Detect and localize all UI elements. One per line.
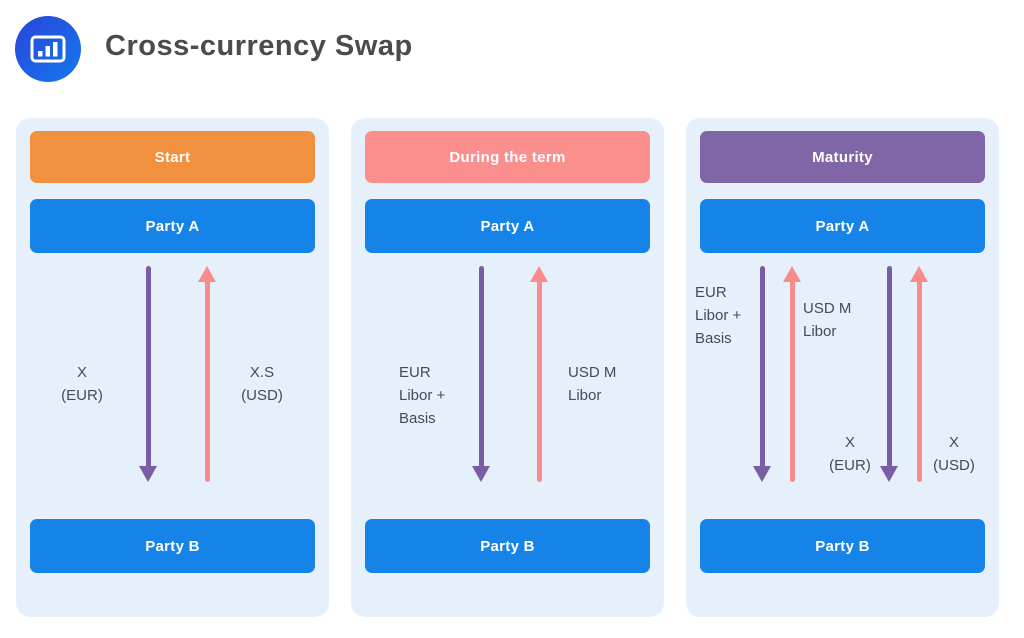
flow-label-line: Libor: [803, 323, 837, 340]
flow-label-line: Libor +: [399, 387, 446, 404]
stage-header-maturity: Maturity: [700, 131, 985, 183]
flow-label-line: Basis: [695, 330, 732, 347]
flow-label-line: (USD): [241, 387, 283, 404]
party-b-node: Party B: [365, 519, 650, 573]
party-a-node: Party A: [700, 199, 985, 253]
party-b-node: Party B: [700, 519, 985, 573]
arrow-head: [880, 466, 898, 482]
flows-start: X (EUR) X.S (USD): [16, 253, 329, 519]
arrow-shaft: [916, 279, 922, 482]
flow-label-line: (EUR): [829, 457, 871, 474]
bar-chart-icon: [15, 16, 81, 82]
arrow-shaft: [145, 266, 151, 469]
flow-label-line: Libor: [568, 387, 602, 404]
stage-header-during-term: During the term: [365, 131, 650, 183]
flow-arrow-down: [139, 266, 157, 482]
flow-label-line: Basis: [399, 410, 436, 427]
arrow-head: [783, 266, 801, 282]
flow-label: USD M Libor: [803, 297, 851, 343]
flow-label: X.S (USD): [222, 361, 302, 407]
flow-label-line: X: [76, 364, 87, 381]
flow-label: X (USD): [914, 431, 994, 477]
flow-label-line: (EUR): [61, 387, 103, 404]
flow-arrow-up: [530, 266, 548, 482]
flow-label-line: EUR: [695, 284, 727, 301]
arrow-head: [472, 466, 490, 482]
arrow-shaft: [759, 266, 765, 469]
flow-arrow-down: [472, 266, 490, 482]
arrow-head: [198, 266, 216, 282]
arrow-head: [753, 466, 771, 482]
arrow-shaft: [789, 279, 795, 482]
flow-label-line: EUR: [399, 364, 431, 381]
flow-label-line: X.S: [249, 364, 275, 381]
flow-label: EUR Libor + Basis: [399, 361, 445, 430]
flows-maturity: EUR Libor + Basis USD M Libor X (EUR) X …: [686, 253, 999, 519]
flow-arrow-up: [783, 266, 801, 482]
flow-label: USD M Libor: [568, 361, 616, 407]
flows-during-term: EUR Libor + Basis USD M Libor: [351, 253, 664, 519]
flow-arrow-down: [753, 266, 771, 482]
arrow-shaft: [886, 266, 892, 469]
panel-maturity: Maturity Party A EUR Libor + B: [686, 118, 999, 617]
flow-label-line: USD M: [803, 300, 852, 317]
flow-label: X (EUR): [810, 431, 890, 477]
flow-label: EUR Libor + Basis: [695, 281, 741, 350]
flow-arrow-down: [880, 266, 898, 482]
arrow-shaft: [478, 266, 484, 469]
page-title: Cross-currency Swap: [105, 30, 413, 62]
flow-label-line: (USD): [933, 457, 975, 474]
arrow-head: [139, 466, 157, 482]
flow-label-line: Libor +: [695, 307, 742, 324]
arrow-head: [530, 266, 548, 282]
arrow-shaft: [536, 279, 542, 482]
panel-start: Start Party A X (EUR) X.S (USD) Party B: [16, 118, 329, 617]
flow-label-line: X: [948, 434, 959, 451]
panel-during-term: During the term Party A EUR Libor + Basi…: [351, 118, 664, 617]
flow-label-line: USD M: [568, 364, 617, 381]
arrow-shaft: [204, 279, 210, 482]
flow-arrow-up: [198, 266, 216, 482]
arrow-head: [910, 266, 928, 282]
party-b-node: Party B: [30, 519, 315, 573]
flow-arrow-up: [910, 266, 928, 482]
flow-label: X (EUR): [42, 361, 122, 407]
party-a-node: Party A: [30, 199, 315, 253]
party-a-node: Party A: [365, 199, 650, 253]
flow-label-line: X: [844, 434, 855, 451]
stage-header-start: Start: [30, 131, 315, 183]
